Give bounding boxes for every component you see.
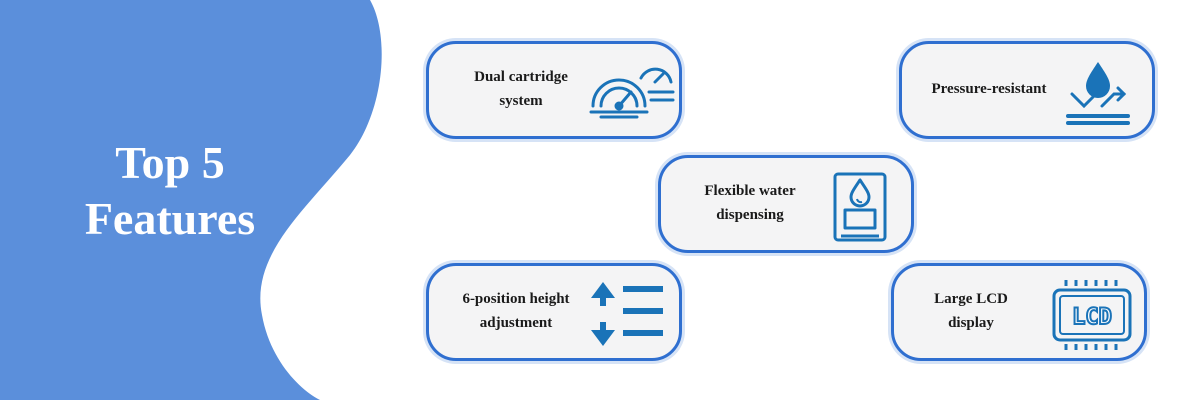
feature-card-dual-cartridge: Dual cartridge system [426,41,682,139]
feature-label: Pressure-resistant [931,81,1047,97]
water-dispenser-icon [833,172,887,242]
lcd-display-icon: LCD [1052,280,1132,350]
feature-card-lcd-display: Large LCD display LCD [891,263,1147,361]
title-line-2: Features [84,193,256,244]
dual-gauge-icon [589,67,675,119]
feature-label: Dual cartridge system [474,69,568,109]
feature-card-pressure-resistant: Pressure-resistant [899,41,1155,139]
feature-card-flexible-dispensing: Flexible water dispensing [658,155,914,253]
page-title: Top 5 Features [40,135,300,247]
feature-label: Large LCD display [934,291,1008,331]
water-drop-surface-icon [1066,62,1130,125]
title-line-1: Top 5 [115,137,225,188]
feature-label: Flexible water dispensing [704,183,796,223]
feature-label: 6-position height adjustment [462,291,570,331]
lcd-icon-text: LCD [1072,305,1112,330]
height-adjust-arrows-icon [591,282,663,346]
feature-card-height-adjustment: 6-position height adjustment [426,263,682,361]
